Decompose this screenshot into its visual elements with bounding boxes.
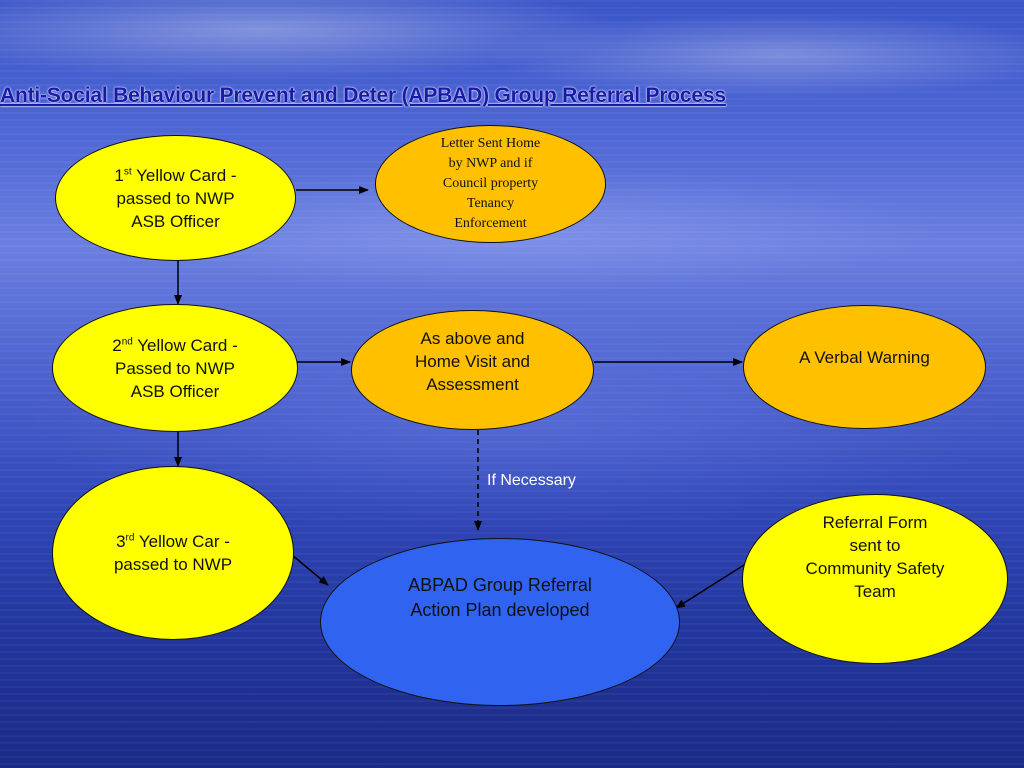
node-referral-line1: Referral Form	[822, 513, 928, 532]
node-third-line2: passed to NWP	[113, 555, 233, 574]
node-first-ordinal: 1	[114, 165, 124, 185]
node-referral-form: Referral Form sent to Community Safety T…	[742, 494, 1008, 664]
node-referral-line4: Team	[854, 582, 896, 601]
node-third-sup: rd	[125, 532, 135, 544]
node-abpad-line2: Action Plan developed	[410, 600, 590, 620]
node-home-visit: As above and Home Visit and Assessment	[351, 310, 594, 430]
node-verbal-warning: A Verbal Warning	[743, 305, 986, 429]
node-referral-line2: sent to	[849, 536, 901, 555]
node-abpad-group-referral: ABPAD Group Referral Action Plan develop…	[320, 538, 680, 706]
node-first-line1: Yellow Card -	[131, 165, 237, 185]
node-letter-line2: by NWP and if	[448, 156, 533, 171]
node-first-line2: passed to NWP	[116, 188, 235, 208]
node-third-ordinal: 3	[116, 532, 126, 551]
node-second-ordinal: 2	[112, 335, 122, 355]
node-referral-line3: Community Safety	[805, 559, 945, 578]
node-verbal-line1: A Verbal Warning	[799, 348, 930, 367]
node-home-visit-line1: As above and	[420, 329, 525, 348]
node-second-line1: Yellow Card -	[132, 335, 238, 355]
node-letter-line1: Letter Sent Home	[440, 136, 541, 151]
arrow-card3-to-abpad	[291, 554, 329, 586]
page-title: Anti-Social Behaviour Prevent and Deter …	[0, 84, 726, 107]
node-letter-sent-home: Letter Sent Home by NWP and if Council p…	[375, 125, 606, 243]
node-third-line1: Yellow Car -	[134, 532, 230, 551]
node-third-yellow-card: 3rd Yellow Car - passed to NWP	[52, 466, 294, 640]
node-letter-line5: Enforcement	[454, 216, 527, 231]
node-abpad-line1: ABPAD Group Referral	[408, 575, 592, 595]
node-second-yellow-card: 2nd Yellow Card - Passed to NWP ASB Offi…	[52, 304, 298, 432]
node-home-visit-line3: Assessment	[426, 375, 519, 394]
node-first-sup: st	[123, 165, 132, 177]
edge-label-if-necessary: If Necessary	[487, 472, 576, 489]
node-second-line2: Passed to NWP	[114, 358, 235, 378]
node-letter-line3: Council property	[442, 176, 539, 191]
node-letter-line4: Tenancy	[466, 196, 515, 211]
node-first-yellow-card: 1st Yellow Card - passed to NWP ASB Offi…	[55, 135, 296, 261]
node-second-sup: nd	[121, 335, 133, 347]
node-home-visit-line2: Home Visit and	[415, 352, 530, 371]
node-first-line3: ASB Officer	[131, 211, 220, 231]
arrow-referral-to-abpad	[675, 564, 745, 609]
node-second-line3: ASB Officer	[130, 381, 220, 401]
